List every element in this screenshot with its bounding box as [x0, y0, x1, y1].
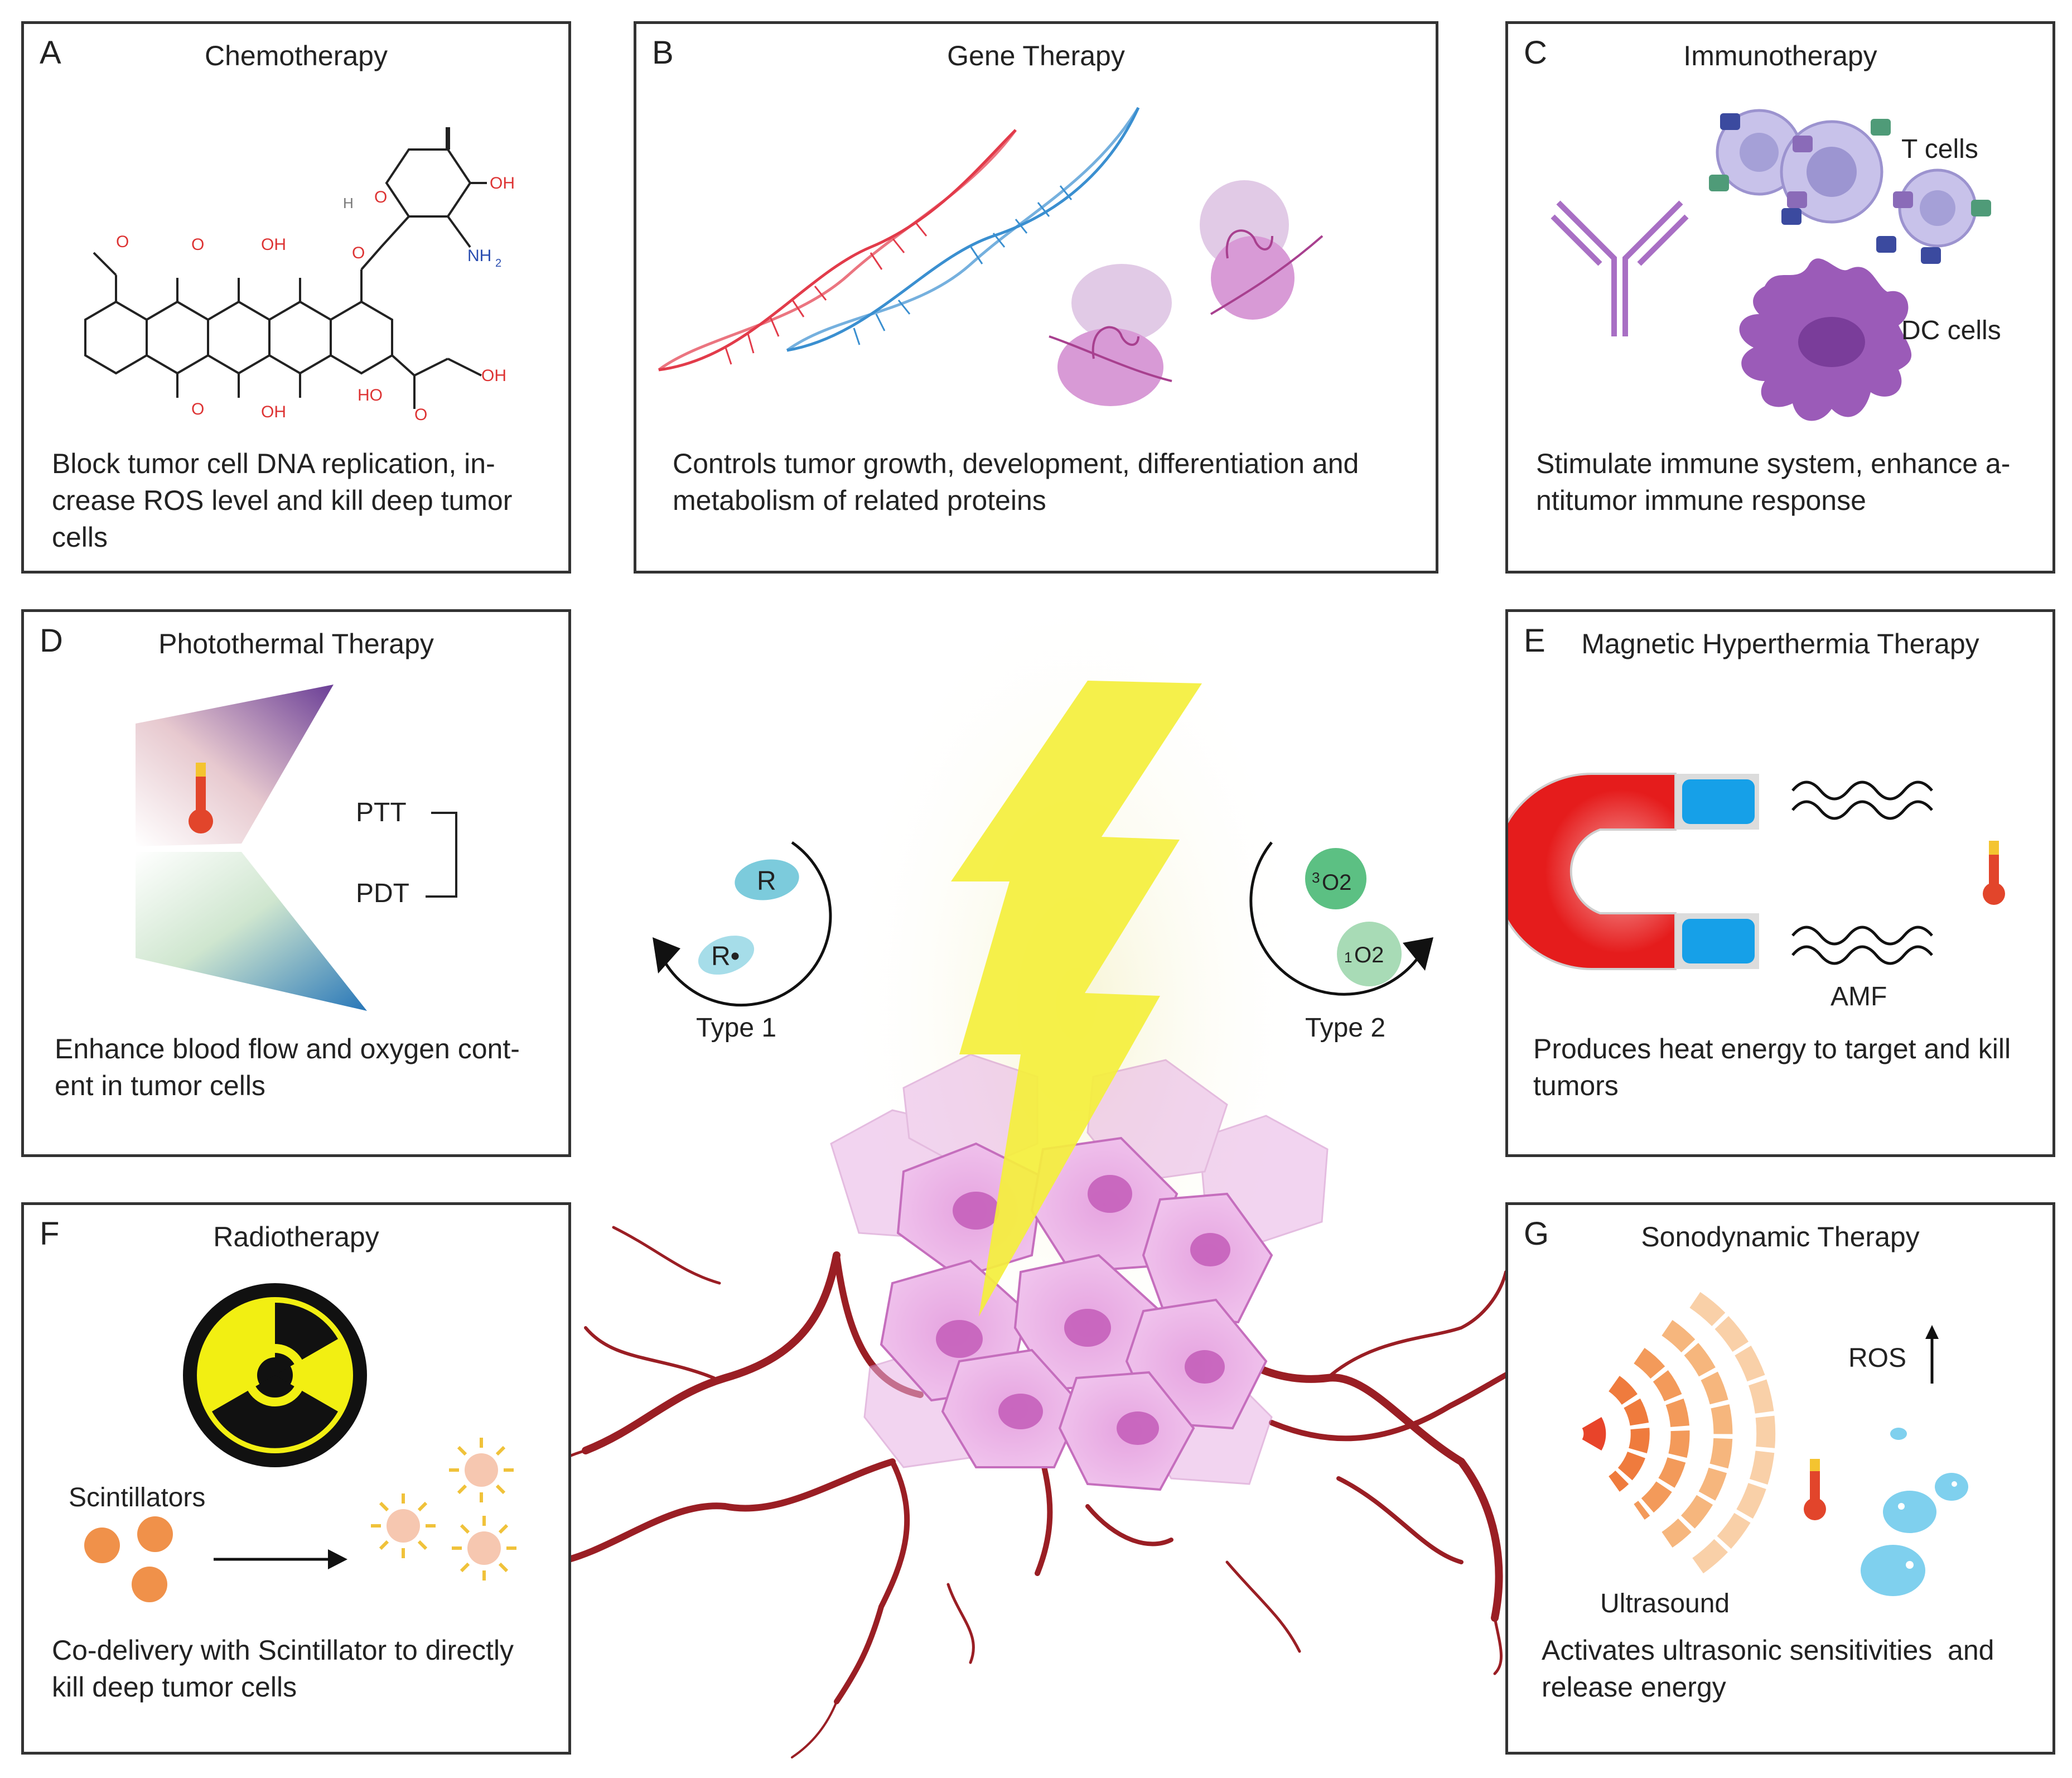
scintillator-particles [84, 1516, 173, 1602]
r-radical-molecule [698, 936, 755, 975]
panel-letter: F [40, 1216, 60, 1252]
triplet-oxygen [1305, 848, 1366, 909]
svg-text:OH: OH [261, 403, 286, 421]
panel-title: Chemotherapy [205, 40, 388, 71]
panel-title: Photothermal Therapy [158, 628, 434, 659]
panel-description: Co-delivery with Scintillator to directl… [52, 1635, 514, 1703]
panel-description: Controls tumor growth, development, diff… [673, 448, 1359, 516]
antibody-icon [1551, 200, 1689, 336]
panel-title: Magnetic Hyperthermia Therapy [1581, 628, 1979, 659]
amf-label: AMF [1830, 982, 1887, 1011]
panel-chemotherapy: O O OH O OH O O OH O OH HO H NH 2 A Chem… [21, 21, 571, 574]
photothermal-art: PTT PDT [136, 685, 457, 1011]
t-cells-label: T cells [1901, 134, 1978, 164]
dna-and-protein-art [658, 107, 1324, 406]
sonodynamic-art: ROS Ultrasound [1582, 1292, 1968, 1618]
radiotherapy-art: Scintillators [69, 1283, 516, 1602]
svg-text:NH: NH [467, 247, 491, 265]
tumor-cell-cluster [830, 1053, 1329, 1491]
panel-letter: E [1524, 623, 1545, 659]
type1-label: Type 1 [696, 1013, 776, 1043]
t-cells [1709, 109, 1991, 264]
panel-description: Block tumor cell DNA replication, in-cre… [52, 448, 513, 553]
dc-cell [1739, 258, 1912, 421]
svg-text:O: O [352, 244, 365, 262]
svg-text:H: H [343, 195, 354, 211]
panel-title: Gene Therapy [947, 40, 1125, 71]
panel-radiotherapy: Scintillators F Radiotherapy Co-delivery… [21, 1202, 571, 1755]
panel-gene-therapy: B Gene Therapy Controls tumor growth, de… [634, 21, 1438, 574]
r-label: R [757, 866, 776, 896]
activated-scintillators [371, 1438, 516, 1581]
r-molecule [735, 859, 799, 900]
svg-text:3: 3 [1312, 869, 1320, 886]
panel-description: Activates ultrasonic sensitivities and r… [1542, 1635, 2002, 1703]
svg-text:1: 1 [1344, 949, 1352, 966]
svg-text:OH: OH [261, 235, 286, 254]
panel-title: Immunotherapy [1683, 40, 1877, 71]
panel-immunotherapy: T cells DC cells C Immunotherapy Stimula… [1505, 21, 2055, 574]
dc-cells-label: DC cells [1901, 316, 2001, 345]
scintillators-label: Scintillators [69, 1483, 205, 1512]
r-radical-label: R• [711, 942, 740, 971]
ros-bubbles [1861, 1428, 1968, 1596]
panel-letter: A [40, 35, 61, 71]
radiation-icon [183, 1283, 367, 1467]
type2-label: Type 2 [1305, 1013, 1385, 1043]
triplet-o2-label: O2 [1322, 870, 1351, 895]
panel-letter: C [1524, 35, 1547, 71]
immune-cells-art: T cells DC cells [1551, 109, 2001, 421]
type1-cycle: R R• Type 1 [653, 841, 832, 1043]
svg-text:2: 2 [495, 257, 501, 269]
ultrasound-icon [1582, 1292, 1776, 1576]
protein-2 [1200, 180, 1324, 320]
panel-description: Enhance blood flow and oxygen cont-ent i… [55, 1033, 520, 1101]
panel-photothermal-therapy: PTT PDT D Photothermal Therapy Enhance b… [21, 609, 571, 1157]
ptt-label: PTT [356, 798, 407, 827]
thermometer-icon [189, 763, 213, 833]
panel-letter: D [40, 623, 63, 659]
svg-text:O: O [191, 400, 204, 418]
svg-text:O: O [414, 406, 427, 424]
panel-description: Produces heat energy to target and kill … [1533, 1033, 2011, 1101]
type2-cycle: 3 O2 1 O2 Type 2 [1249, 841, 1433, 1043]
svg-text:O: O [374, 188, 387, 206]
panel-letter: B [652, 35, 674, 71]
panel-sonodynamic-therapy: ROS Ultrasound G Sonodynamic Therapy Act… [1505, 1202, 2055, 1755]
singlet-o2-label: O2 [1354, 943, 1384, 967]
svg-text:O: O [191, 235, 204, 254]
svg-text:O: O [116, 233, 129, 251]
doxorubicin-structure: O O OH O OH O O OH O OH HO H NH 2 [84, 127, 515, 424]
magnet-icon [1508, 773, 1759, 970]
magnet-art: AMF [1508, 773, 2005, 1011]
panel-title: Radiotherapy [213, 1221, 379, 1252]
ultrasound-label: Ultrasound [1600, 1589, 1730, 1618]
pdt-label: PDT [356, 879, 409, 908]
thermometer-icon [1983, 841, 2005, 905]
panel-description: Stimulate immune system, enhance a-ntitu… [1536, 448, 2011, 516]
svg-text:HO: HO [358, 386, 383, 404]
panel-magnetic-hyperthermia: AMF E Magnetic Hyperthermia Therapy Prod… [1505, 609, 2055, 1157]
ros-label: ROS [1848, 1343, 1906, 1373]
panel-title: Sonodynamic Therapy [1641, 1221, 1920, 1252]
svg-text:OH: OH [490, 174, 515, 192]
thermometer-icon [1804, 1459, 1826, 1520]
svg-text:OH: OH [481, 367, 506, 385]
protein-1 [1049, 264, 1172, 406]
amf-wave-icon [1791, 780, 1933, 965]
panel-letter: G [1524, 1216, 1549, 1252]
singlet-oxygen [1337, 922, 1402, 986]
lightning-bolt [951, 681, 1202, 1317]
